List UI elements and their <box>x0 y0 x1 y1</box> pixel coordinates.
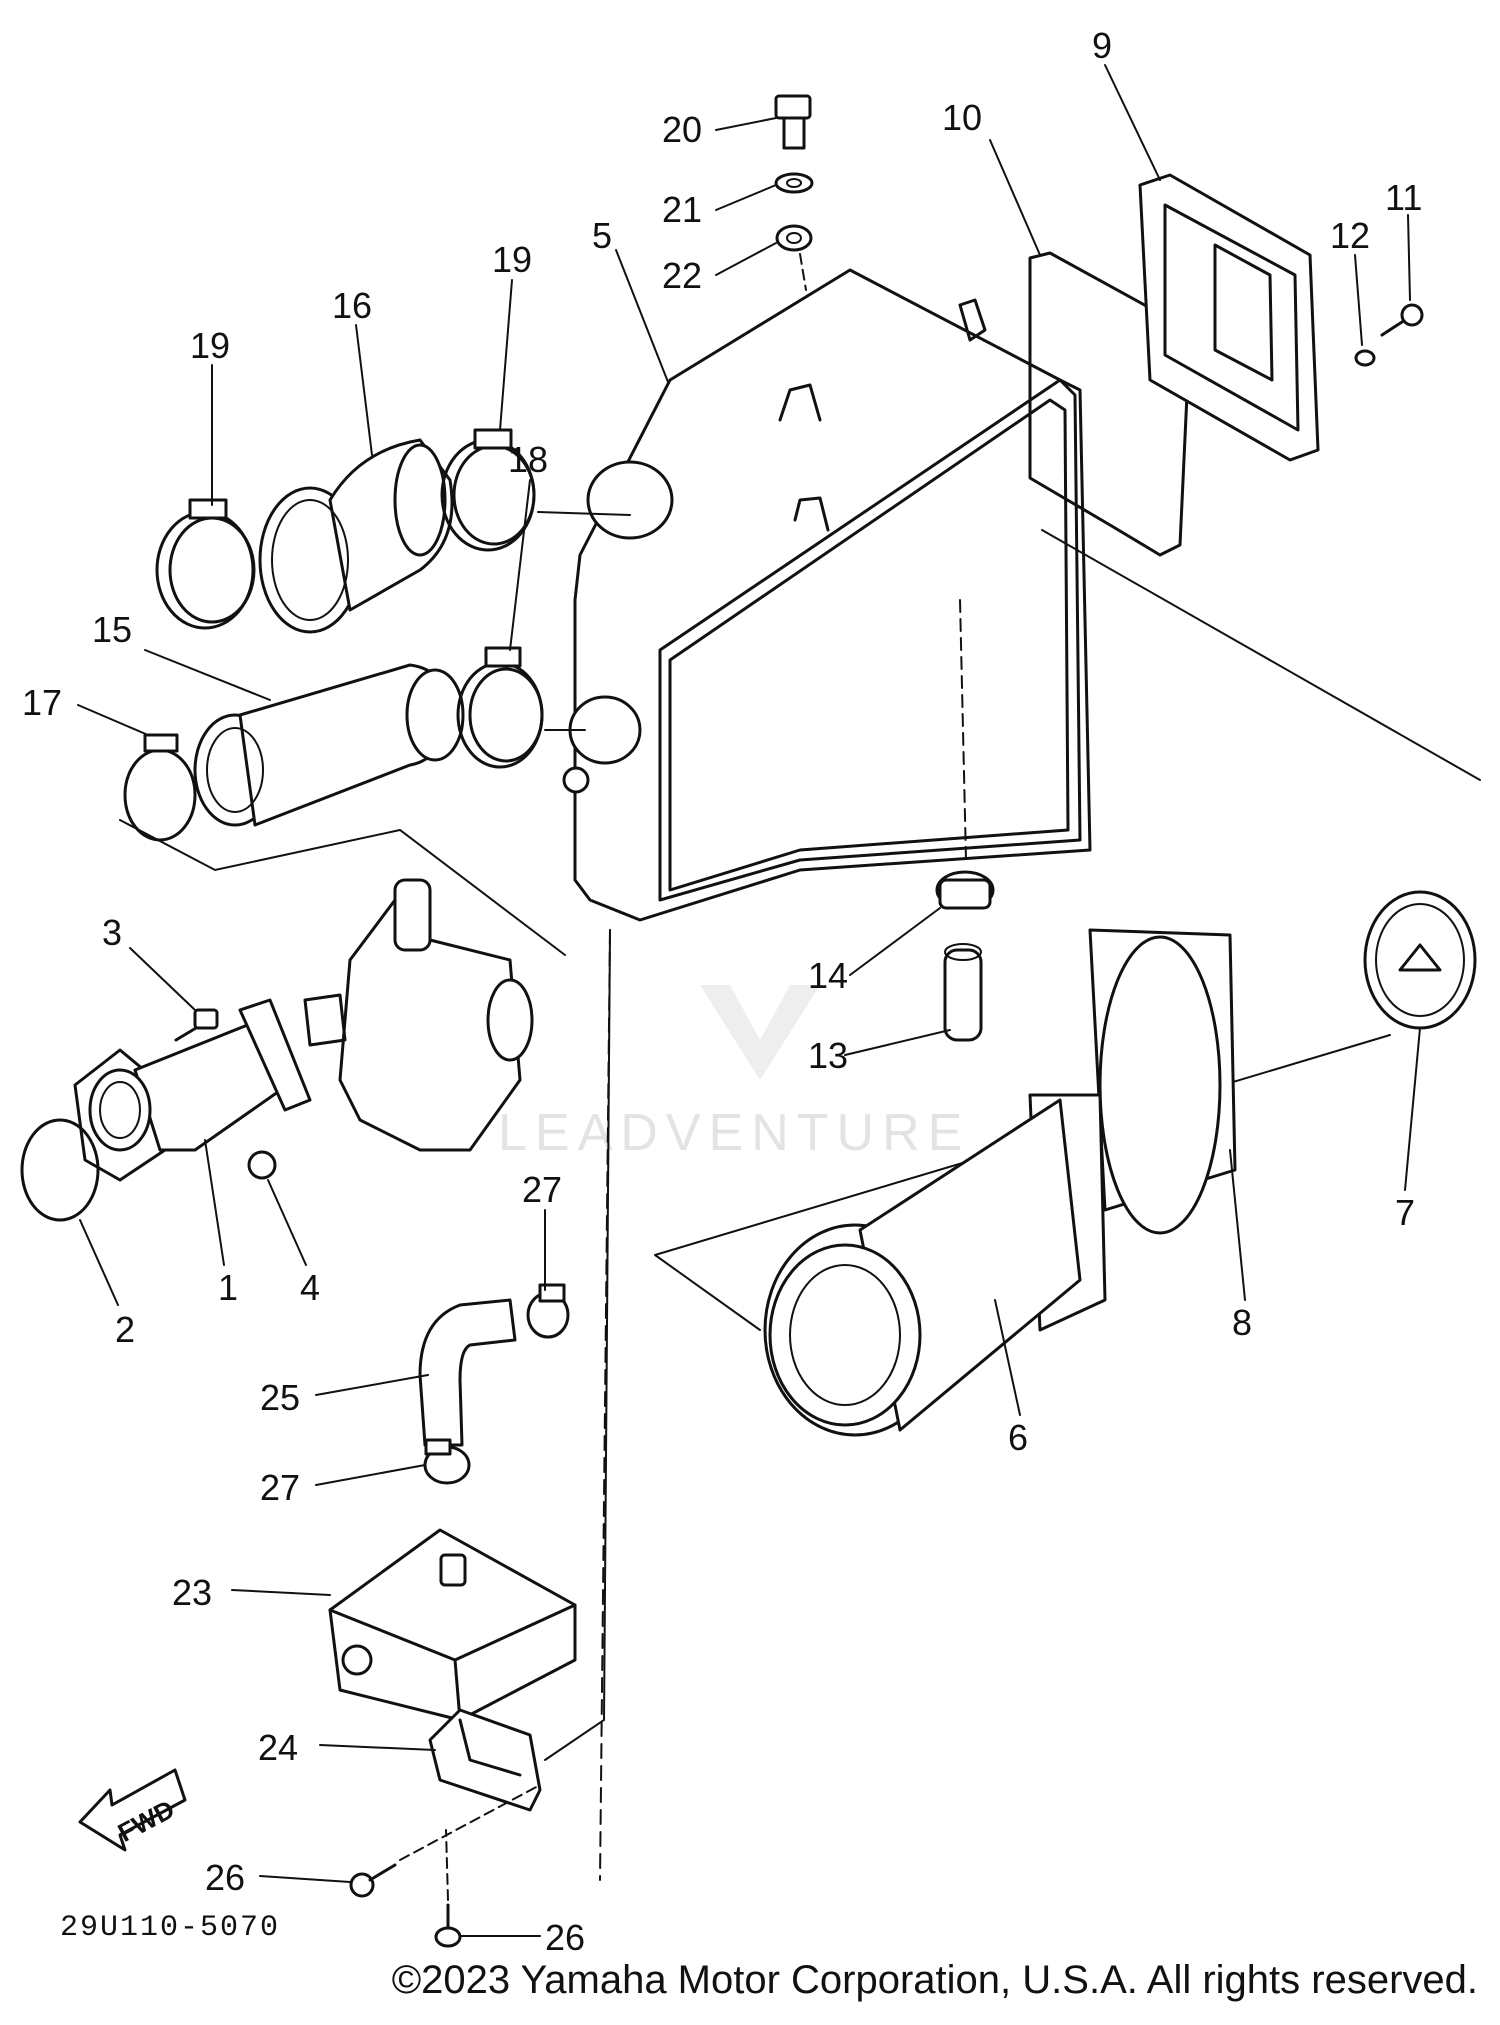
part-6-element-guide <box>763 1093 1107 1437</box>
part-22-grommet <box>775 224 813 291</box>
part-19-clamp-left <box>155 498 256 630</box>
callout-19-right: 19 <box>492 239 532 280</box>
part-3-bolt <box>174 1008 219 1042</box>
leader-lines <box>77 64 1421 1937</box>
callout-3: 3 <box>102 912 122 953</box>
callout-12: 12 <box>1330 215 1370 256</box>
copyright-notice: ©2023 Yamaha Motor Corporation, U.S.A. A… <box>391 1958 1478 2002</box>
callout-14: 14 <box>808 955 848 996</box>
callout-6: 6 <box>1008 1417 1028 1458</box>
part-12-washer <box>1354 349 1376 367</box>
part-5-air-cleaner-case <box>562 268 1092 922</box>
part-18-clamp <box>456 646 544 769</box>
assembly-line <box>544 929 611 1761</box>
callout-labels: 20 21 22 10 9 11 12 5 19 16 19 15 18 17 … <box>22 25 1422 1958</box>
callout-18: 18 <box>508 439 548 480</box>
part-8-filter-element <box>1088 928 1237 1235</box>
part-23-breather-tank <box>328 1528 577 1722</box>
watermark: LEADVENTURE <box>498 985 970 1162</box>
drawing-code: 29U110-5070 <box>60 1911 280 1945</box>
part-26-screw-left <box>349 1863 397 1898</box>
part-16-joint <box>258 438 454 634</box>
part-20-bolt <box>774 94 812 150</box>
part-4-nut <box>247 1150 277 1180</box>
part-21-washer <box>774 172 814 194</box>
callout-11: 11 <box>1385 177 1422 218</box>
assembly-line <box>399 1784 541 1861</box>
callout-26-lower: 26 <box>545 1917 585 1958</box>
assembly-line <box>445 1829 449 1901</box>
callout-7: 7 <box>1395 1192 1415 1233</box>
watermark-text: LEADVENTURE <box>498 1104 970 1162</box>
part-1-manifold <box>73 998 312 1182</box>
part-26-screw-lower <box>434 1903 462 1948</box>
callout-8: 8 <box>1232 1302 1252 1343</box>
callout-2: 2 <box>115 1309 135 1350</box>
callout-10: 10 <box>942 97 982 138</box>
assembly-line <box>537 511 631 516</box>
callout-24: 24 <box>258 1727 298 1768</box>
callout-13: 13 <box>808 1035 848 1076</box>
part-27-clamp-lower <box>423 1438 471 1485</box>
part-13-drain-hose <box>943 943 983 1042</box>
part-11-screw <box>1380 303 1424 337</box>
assembly-line <box>1041 529 1481 781</box>
part-25-breather-hose <box>418 1298 517 1447</box>
callout-1: 1 <box>218 1267 238 1308</box>
callout-4: 4 <box>300 1267 320 1308</box>
callout-21: 21 <box>662 189 702 230</box>
part-19-clamp-right <box>440 428 536 552</box>
part-2-o-ring <box>20 1118 100 1222</box>
callout-9: 9 <box>1092 25 1112 66</box>
watermark-logo-icon <box>700 985 820 1080</box>
carburetor-reference <box>303 878 534 1152</box>
assembly-line <box>959 599 967 861</box>
callout-25: 25 <box>260 1377 300 1418</box>
part-15-intake-pipe <box>193 663 465 827</box>
callout-27-lower: 27 <box>260 1467 300 1508</box>
part-14-clamp <box>935 870 995 910</box>
callout-27-upper: 27 <box>522 1169 562 1210</box>
callout-5: 5 <box>592 215 612 256</box>
callout-17: 17 <box>22 682 62 723</box>
part-17-clamp <box>123 733 197 842</box>
callout-20: 20 <box>662 109 702 150</box>
callout-22: 22 <box>662 255 702 296</box>
callout-26-left: 26 <box>205 1857 245 1898</box>
assembly-line <box>119 819 566 956</box>
part-7-filter-cap <box>1363 890 1477 1030</box>
callout-19-left: 19 <box>190 325 230 366</box>
callout-15: 15 <box>92 609 132 650</box>
part-27-clamp-upper <box>526 1283 570 1339</box>
part-9-cover <box>1138 173 1320 462</box>
part-24-bracket <box>428 1708 542 1812</box>
callout-23: 23 <box>172 1572 212 1613</box>
part-10-gasket <box>1028 251 1192 557</box>
callout-16: 16 <box>332 285 372 326</box>
fwd-direction-marker: FWD <box>78 1768 187 1852</box>
